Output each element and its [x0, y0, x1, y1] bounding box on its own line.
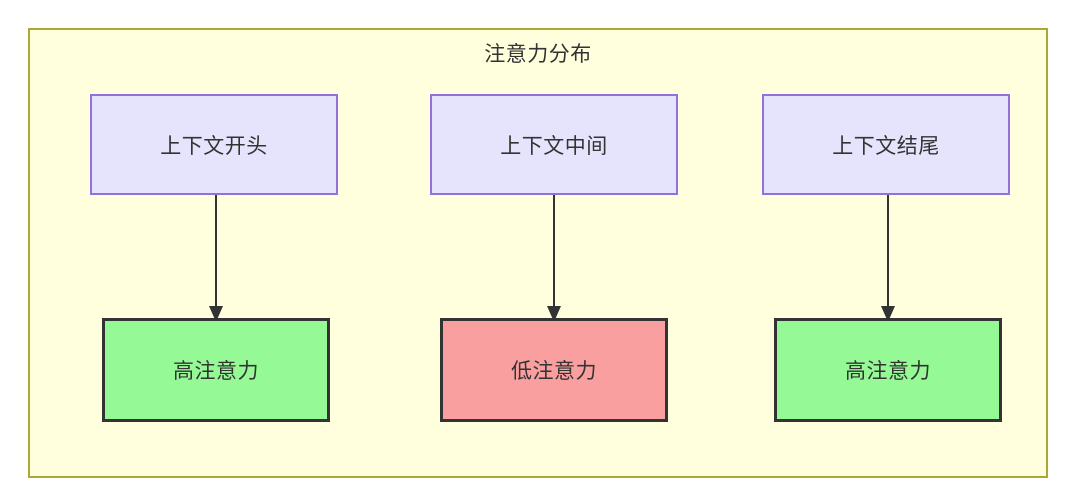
node-attention-end[interactable]: 高注意力 [774, 318, 1002, 422]
attention-distribution-subgraph: 注意力分布 上下文开头 上下文中间 [28, 28, 1048, 478]
node-label: 上下文结尾 [832, 134, 940, 158]
subgraph-title: 注意力分布 [484, 43, 592, 66]
edge-ctx-middle-to-attn-middle [547, 195, 561, 322]
node-label: 上下文中间 [500, 134, 608, 158]
node-attention-start[interactable]: 高注意力 [102, 318, 330, 422]
node-label: 高注意力 [845, 360, 931, 383]
node-attention-middle[interactable]: 低注意力 [440, 318, 668, 422]
node-context-middle[interactable]: 上下文中间 [430, 94, 678, 195]
node-label: 低注意力 [511, 360, 597, 383]
node-label: 高注意力 [173, 360, 259, 383]
node-context-start[interactable]: 上下文开头 [90, 94, 338, 195]
node-context-end[interactable]: 上下文结尾 [762, 94, 1010, 195]
node-label: 上下文开头 [160, 134, 268, 158]
edge-ctx-start-to-attn-start [209, 195, 223, 322]
edge-ctx-end-to-attn-end [881, 195, 895, 322]
